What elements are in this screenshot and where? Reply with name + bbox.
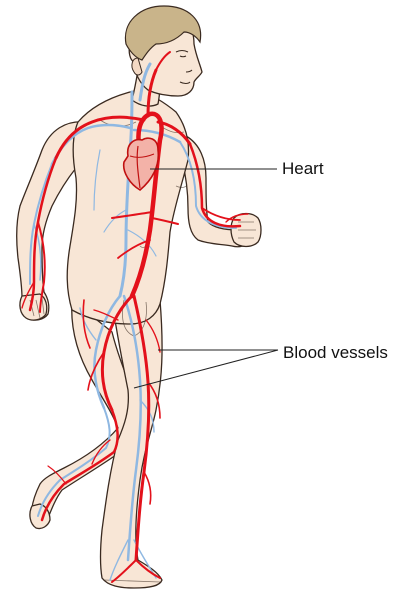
human-body [17,10,261,588]
heart-label: Heart [282,159,324,179]
blood-vessels-label: Blood vessels [283,343,388,363]
